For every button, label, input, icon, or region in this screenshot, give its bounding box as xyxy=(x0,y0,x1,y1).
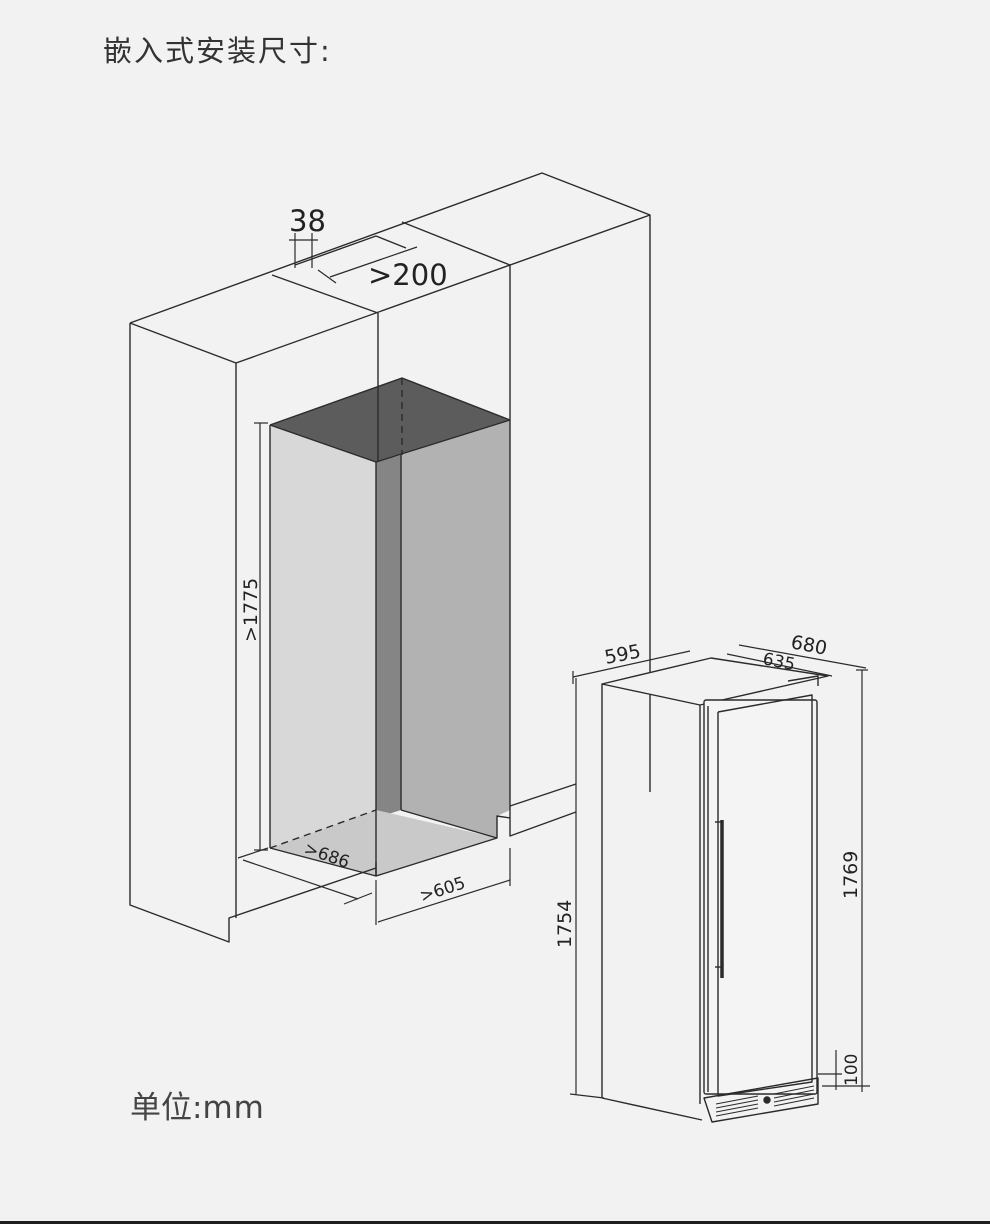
base-lock xyxy=(763,1096,771,1104)
dim-top-gap: 38 xyxy=(289,204,326,238)
bottom-rule xyxy=(0,1221,990,1224)
dim-base-height: 100 xyxy=(842,1054,862,1086)
niche-back-wall xyxy=(376,455,401,818)
dim-niche-height: >1775 xyxy=(240,578,262,642)
dim-appliance-width: 595 xyxy=(603,640,643,669)
unit-label-text: 单位: xyxy=(130,1090,203,1126)
unit-label: 单位:mm xyxy=(130,1082,265,1127)
cabinet-drawing xyxy=(129,172,651,943)
niche-ceiling xyxy=(270,378,510,462)
appliance-top xyxy=(601,657,829,706)
dim-top-depth: >200 xyxy=(368,258,448,292)
page-title: 嵌入式安装尺寸: xyxy=(103,34,332,68)
niche-right-wall xyxy=(401,420,510,838)
unit-value: mm xyxy=(202,1090,265,1126)
dim-height-body: 1754 xyxy=(554,900,576,948)
base-grille xyxy=(703,1077,819,1123)
wine-cooler-drawing xyxy=(601,657,829,1123)
cabinet-dimensions xyxy=(237,233,511,925)
niche-left-wall xyxy=(270,425,376,848)
niche-floor xyxy=(270,810,497,876)
appliance-dimensions xyxy=(569,644,870,1099)
cabinet-outline xyxy=(129,323,377,943)
appliance-door xyxy=(703,699,818,1095)
dim-height-total: 1769 xyxy=(840,851,862,899)
